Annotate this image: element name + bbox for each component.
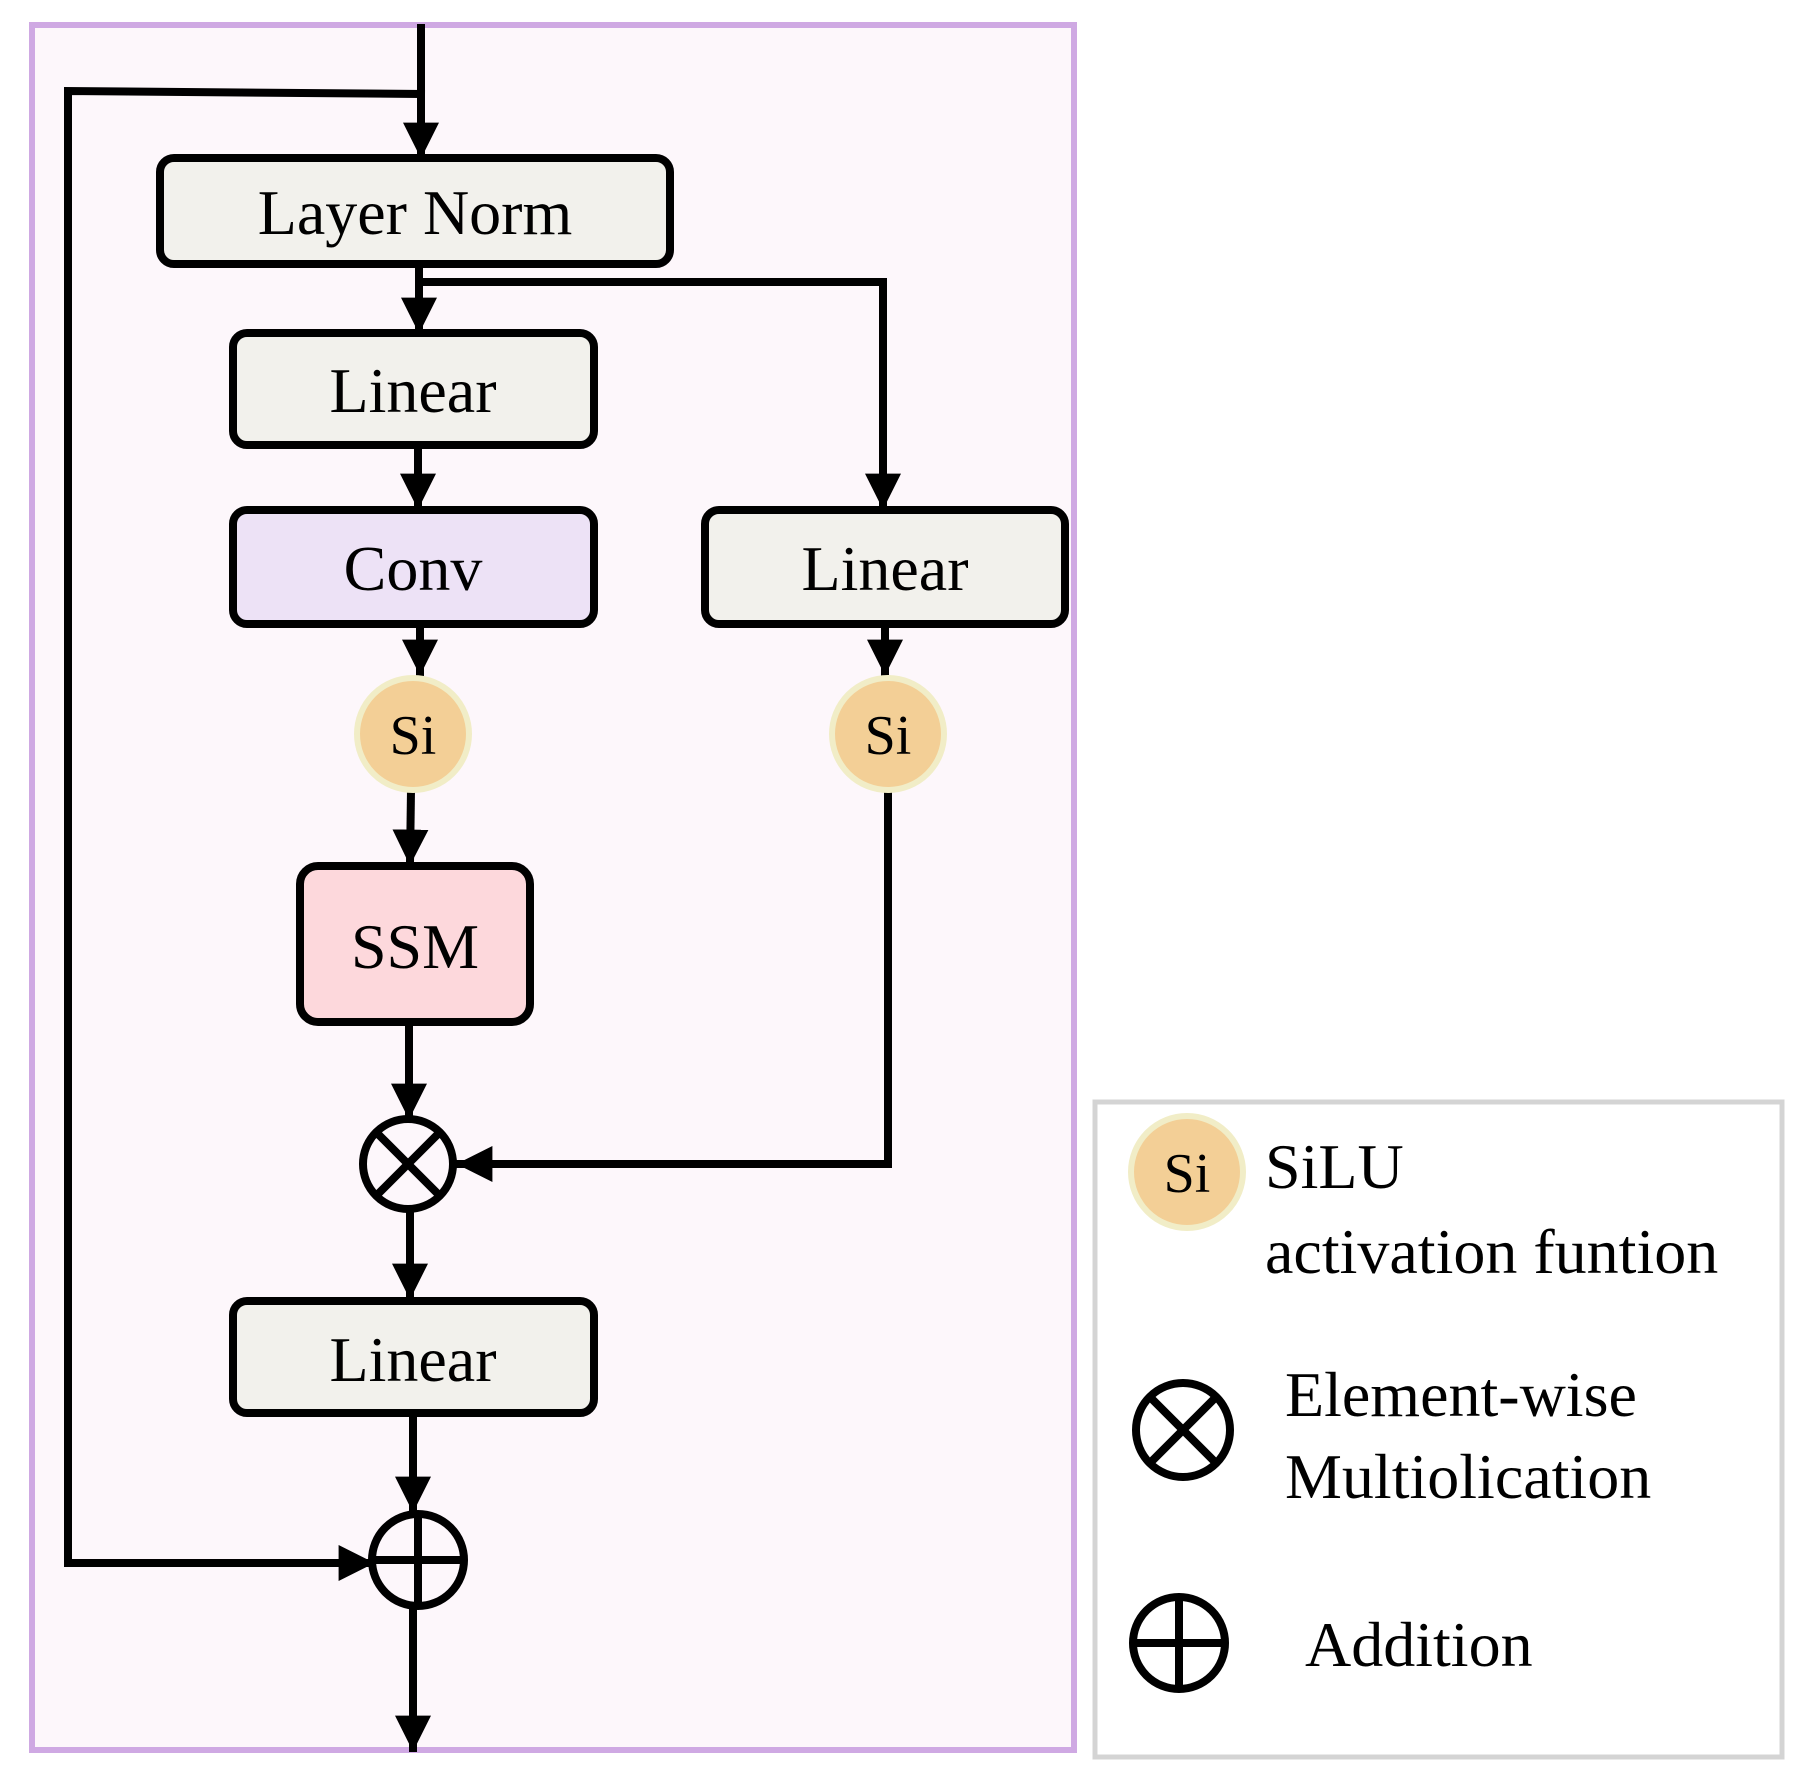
layer-norm-box: Layer Norm: [156, 154, 674, 268]
legend-multiply-icon: [1132, 1379, 1234, 1481]
si-left-label: Si: [390, 705, 437, 767]
linear-bottom-label: Linear: [330, 1324, 497, 1395]
arrow-si-right-to-multiply: [456, 788, 892, 1182]
legend-silu-line1: SiLU: [1265, 1131, 1404, 1202]
linear-right-label: Linear: [802, 533, 969, 604]
legend-addition-label: Addition: [1305, 1609, 1533, 1680]
arrow-si-to-ssm: [392, 785, 429, 867]
arrow-split-to-right-linear: [415, 278, 901, 510]
ssm-label: SSM: [351, 911, 479, 982]
linear-bottom-box: Linear: [229, 1297, 598, 1417]
block-panel: [29, 22, 1077, 1753]
residual-line: [64, 86, 426, 1581]
legend-silu-line2: activation funtion: [1265, 1216, 1718, 1287]
multiply-node: [359, 1115, 457, 1213]
conv-label: Conv: [344, 533, 483, 604]
legend-addition-icon: [1129, 1593, 1229, 1693]
legend-si-symbol: Si: [1164, 1143, 1211, 1205]
ssm-box: SSM: [296, 862, 534, 1026]
linear-top-label: Linear: [330, 355, 497, 426]
addition-node: [368, 1510, 468, 1610]
silu-node-left: Si: [354, 675, 472, 793]
conv-box: Conv: [229, 506, 598, 628]
layer-norm-label: Layer Norm: [258, 177, 573, 248]
linear-top-box: Linear: [229, 329, 598, 449]
silu-node-right: Si: [829, 675, 947, 793]
legend-mult-line2: Multiolication: [1285, 1441, 1651, 1512]
linear-right-box: Linear: [701, 506, 1069, 628]
legend: Si SiLU activation funtion Element-wise …: [1092, 1099, 1785, 1760]
connectors: [64, 24, 903, 1752]
si-right-label: Si: [865, 705, 912, 767]
legend-mult-line1: Element-wise: [1285, 1359, 1637, 1430]
legend-silu-icon: Si: [1128, 1113, 1246, 1231]
